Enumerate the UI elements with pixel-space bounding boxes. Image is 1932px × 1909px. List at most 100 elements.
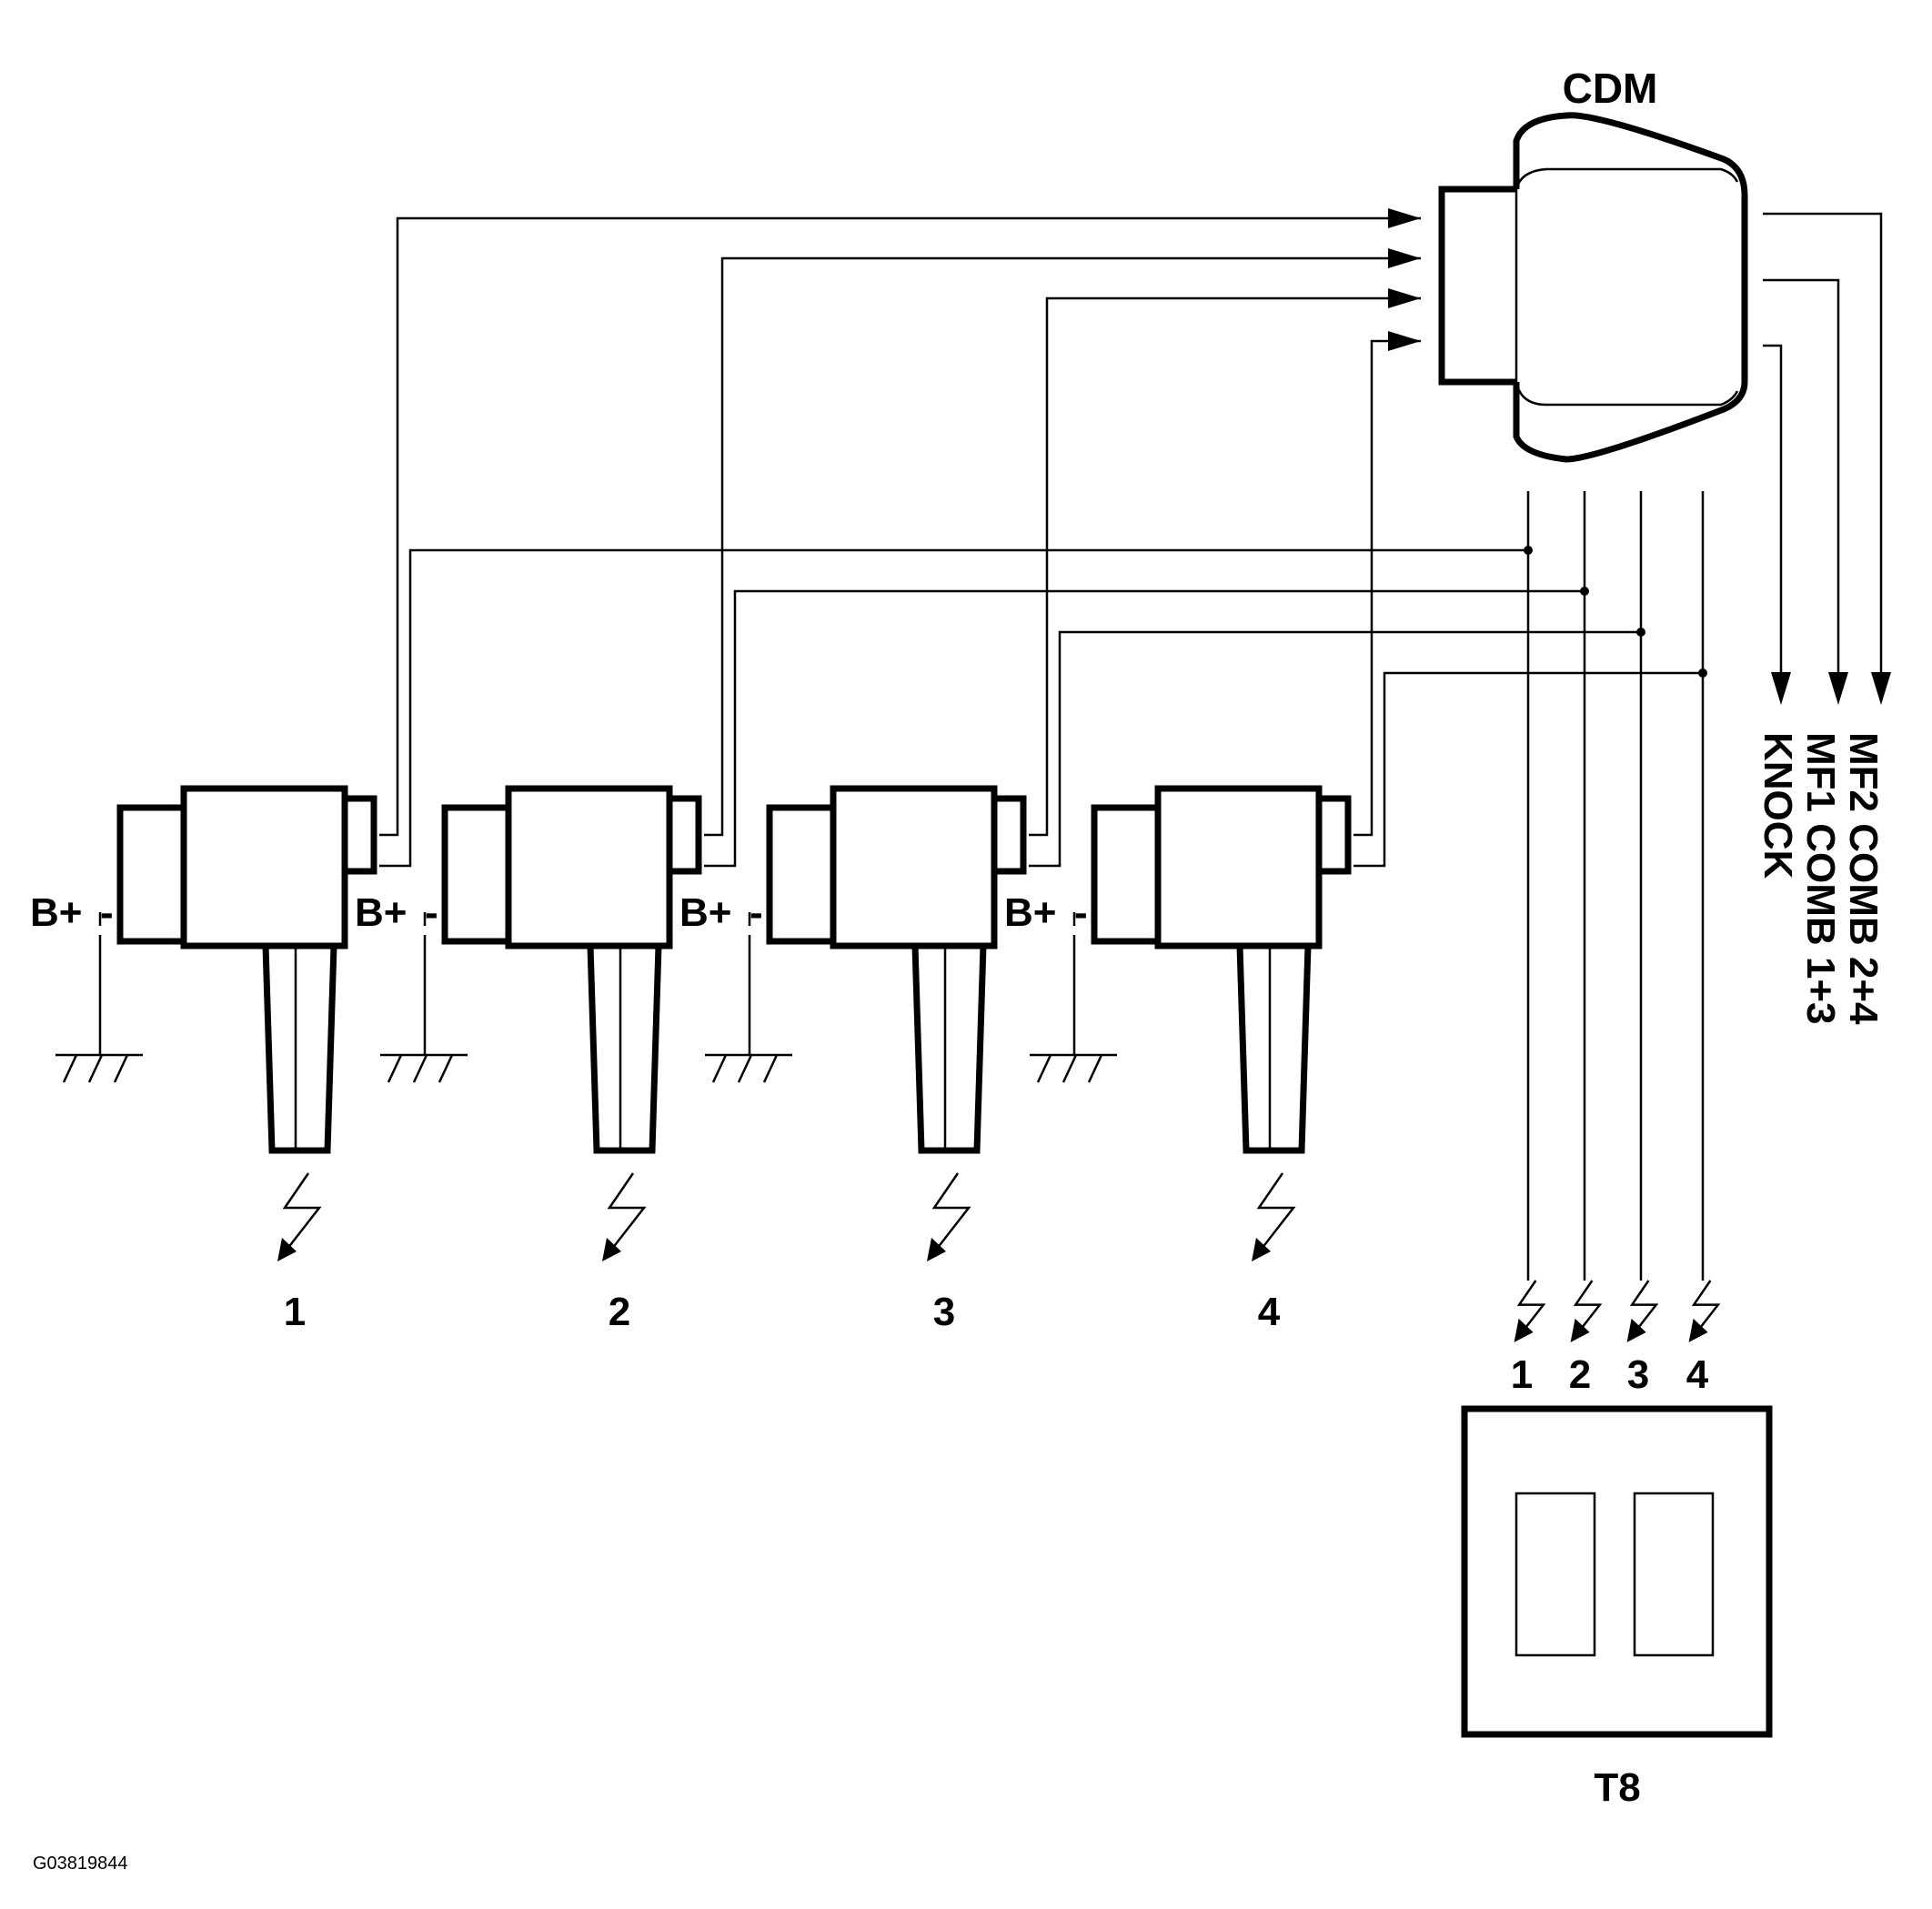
coil-3-spark-icon-arrow xyxy=(927,1238,946,1261)
t8-label: T8 xyxy=(1594,1765,1640,1810)
mf2-output-wire-path xyxy=(1763,212,1883,700)
t8-feed-wire-1-path xyxy=(379,548,1528,868)
t8-outline xyxy=(1461,1405,1773,1738)
t8-channel-3-label: 3 xyxy=(1627,1352,1649,1397)
t8-channel-4-spark-icon-arrow xyxy=(1688,1318,1708,1342)
coil-3-spark-icon xyxy=(927,1172,971,1261)
coil-3-ground-hatch xyxy=(737,1054,753,1083)
t8-feed-wire-4-path xyxy=(1353,671,1703,868)
coil-1-supply-label: B+ xyxy=(30,890,82,935)
coil-2-boot xyxy=(587,945,662,1154)
t8-feed-wire-4 xyxy=(1353,491,1721,1342)
figure-id: G03819844 xyxy=(33,1854,128,1874)
coil-1-body xyxy=(180,785,348,949)
coil-1-connector xyxy=(116,804,187,945)
mf1-output-wire-arrow xyxy=(1828,672,1848,705)
coil-1-spark-icon-arrow xyxy=(277,1238,297,1261)
wires-layer xyxy=(379,208,1891,1342)
cdm-signal-wire-3 xyxy=(1029,288,1421,837)
cdm-signal-wire-3-arrow xyxy=(1388,288,1421,308)
t8-channel-3-spark-icon-arrow xyxy=(1626,1318,1646,1342)
coil-4-terminal xyxy=(1315,795,1352,875)
coil-1-terminal xyxy=(341,795,377,875)
t8-channel-labels: 1 2 3 4 xyxy=(1511,1352,1709,1397)
coils-layer xyxy=(55,785,1352,1261)
coil-3-terminal xyxy=(991,795,1027,875)
t8-feed-wire-3 xyxy=(1029,491,1659,1342)
coil-2-spark-icon-bolt xyxy=(605,1172,647,1258)
cdm-module: CDM xyxy=(1438,65,1748,463)
coil-4-ground-hatch xyxy=(1062,1054,1078,1083)
t8-channel-2-spark-icon xyxy=(1570,1280,1603,1342)
coil-4-boot xyxy=(1236,945,1312,1154)
coil-4-connector xyxy=(1091,804,1162,945)
t8-channel-1-spark-icon-arrow xyxy=(1514,1318,1534,1342)
mf1-signal-label: MF1 COMB 1+3 xyxy=(1798,732,1843,1025)
t8-channel-2-spark-icon-bolt xyxy=(1572,1280,1603,1341)
coil-2-ground-hatch xyxy=(387,1054,403,1083)
cdm-inner-line xyxy=(1514,167,1739,407)
t8-channel-2-spark-icon-arrow xyxy=(1570,1318,1590,1342)
knock-output-wire-arrow xyxy=(1771,672,1791,705)
t8-module: T8 xyxy=(1461,1405,1773,1810)
mf2-signal-label: MF2 COMB 2+4 xyxy=(1841,732,1886,1025)
coil-2-ground-hatch xyxy=(412,1054,428,1083)
knock-output-wire xyxy=(1763,344,1791,705)
t8-channel-1-spark-icon xyxy=(1514,1280,1546,1342)
coil-2-connector xyxy=(441,804,512,945)
coil-4-ground-hatch xyxy=(1036,1054,1052,1083)
coil-3-spark-icon-bolt xyxy=(930,1172,971,1258)
coil-3-number-label: 3 xyxy=(933,1290,955,1334)
cdm-label: CDM xyxy=(1563,65,1658,112)
coil-4-number-label: 4 xyxy=(1258,1290,1281,1334)
coil-2-spark-icon xyxy=(602,1172,647,1261)
coil-3-supply-label: B+ xyxy=(679,890,731,935)
coil-3-body xyxy=(830,785,998,949)
coil-1-spark-icon-bolt xyxy=(280,1172,322,1258)
coil-4-ground-hatch xyxy=(1087,1054,1103,1083)
cdm-body-outline xyxy=(1513,112,1748,463)
coil-2-minus-label: - xyxy=(425,890,438,935)
coil-1-ground-hatch xyxy=(87,1054,104,1083)
coil-1-spark-icon xyxy=(277,1172,322,1261)
coil-2-number-label: 2 xyxy=(609,1290,630,1334)
cdm-signal-wire-1-arrow xyxy=(1388,208,1421,228)
t8-feed-wire-2 xyxy=(704,491,1603,1342)
t8-feed-wire-3-path xyxy=(1029,630,1641,868)
knock-signal-label: KNOCK xyxy=(1756,732,1800,879)
mf1-output-wire xyxy=(1763,278,1848,705)
coil-2-body xyxy=(505,785,673,949)
coil-4-spark-icon xyxy=(1252,1172,1296,1261)
t8-channel-2-label: 2 xyxy=(1569,1352,1591,1397)
mf2-output-wire xyxy=(1763,212,1891,705)
coil-4-minus-label: - xyxy=(1074,890,1088,935)
ignition-coil-4 xyxy=(1030,785,1352,1261)
coil-4-spark-icon-arrow xyxy=(1252,1238,1271,1261)
cdm-signal-wire-4 xyxy=(1353,331,1421,837)
t8-feed-wire-2-path xyxy=(704,589,1585,868)
coil-1-ground-hatch xyxy=(62,1054,78,1083)
t8-feed-wire-1 xyxy=(379,491,1546,1342)
coil-3-connector xyxy=(766,804,837,945)
output-signal-labels: KNOCK MF1 COMB 1+3 MF2 COMB 2+4 xyxy=(1756,732,1886,1025)
t8-window-right xyxy=(1633,1492,1715,1657)
mf1-output-wire-path xyxy=(1763,278,1840,700)
coil-2-spark-icon-arrow xyxy=(602,1238,621,1261)
knock-output-wire-path xyxy=(1763,344,1783,700)
mf2-output-wire-arrow xyxy=(1871,672,1891,705)
cdm-signal-wire-3-path xyxy=(1029,296,1421,837)
cdm-signal-wire-2 xyxy=(704,248,1421,837)
cdm-signal-wire-1-path xyxy=(379,216,1421,837)
coil-1-minus-label: - xyxy=(100,890,114,935)
cdm-signal-wire-4-arrow xyxy=(1388,331,1421,351)
coil-3-ground-hatch xyxy=(711,1054,728,1083)
coil-4-spark-icon-bolt xyxy=(1254,1172,1296,1258)
coil-2-supply-label: B+ xyxy=(355,890,407,935)
cdm-signal-wire-2-path xyxy=(704,256,1421,837)
coil-3-boot xyxy=(911,945,987,1154)
t8-channel-3-spark-icon-bolt xyxy=(1628,1280,1659,1341)
ignition-coil-3 xyxy=(705,785,1027,1261)
supply-labels: B+ - B+ - B+ - B+ - xyxy=(30,890,1088,935)
